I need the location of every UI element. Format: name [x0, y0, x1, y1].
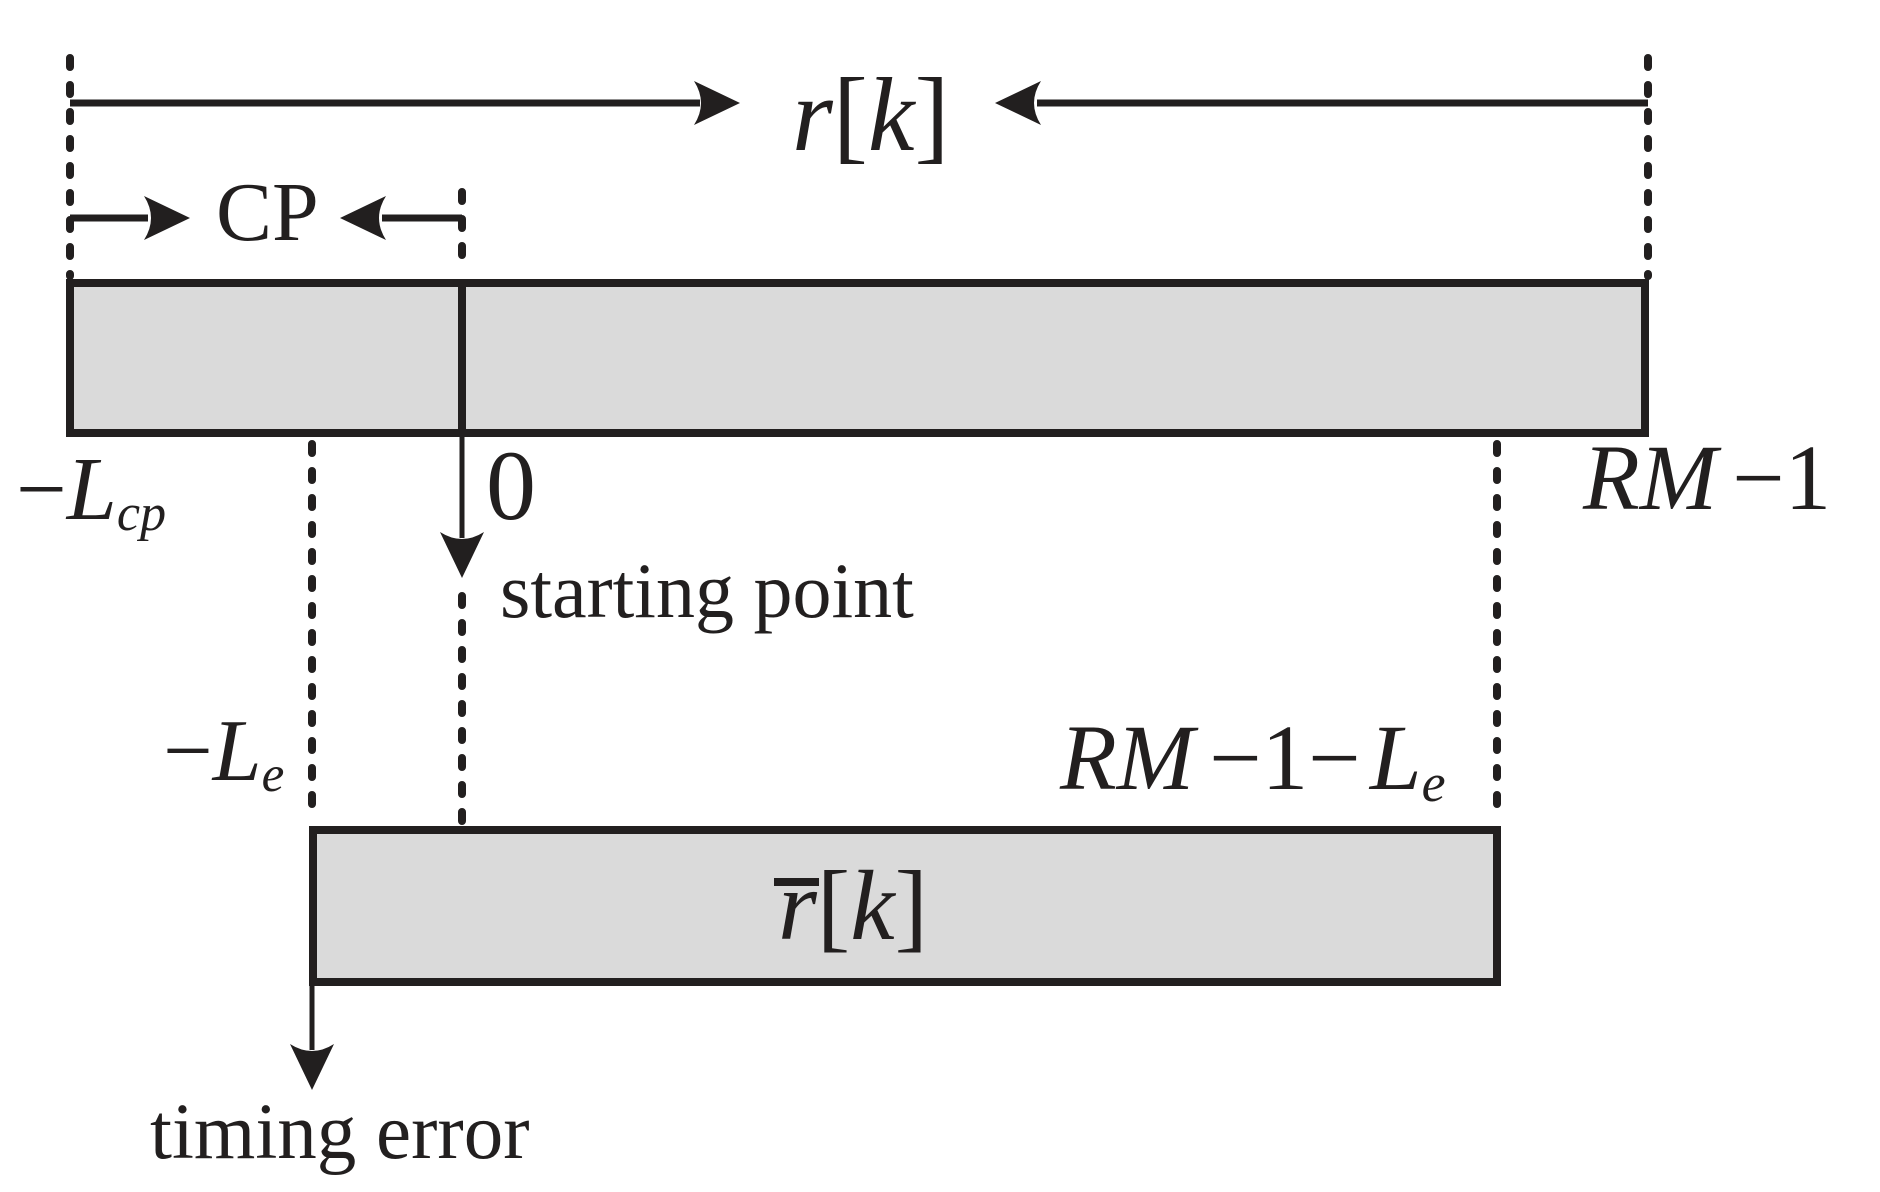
minus-1-minus-text: −1− [1209, 707, 1361, 810]
r-overbar: r [774, 856, 819, 956]
minus-lcp-label: −Lcp [16, 445, 166, 540]
rbar-close-bracket: ] [894, 850, 928, 961]
right-arrowhead-icon [694, 81, 740, 125]
timing-error-label: timing error [150, 1089, 530, 1176]
down-arrowhead-icon [440, 532, 484, 578]
e-subscript: e [261, 747, 285, 804]
minus-1-text: −1 [1732, 427, 1832, 530]
l-symbol: L [212, 703, 262, 800]
received-signal-bar [66, 279, 1649, 437]
l-symbol: L [66, 440, 117, 539]
rbar-open-bracket: [ [816, 850, 851, 961]
minus-sign: − [163, 703, 213, 800]
rk-close-bracket: ] [914, 56, 950, 173]
rbar-k: k [850, 850, 895, 961]
rbar-k-signal-label: r[k] [774, 856, 928, 956]
starting-point-label: starting point [500, 547, 914, 634]
rk-k: k [867, 56, 915, 173]
cp-label: CP [216, 166, 319, 259]
down-arrowhead-icon [290, 1044, 334, 1090]
rm-minus-1-minus-le-label: RM−1−Le [1060, 712, 1446, 810]
cp-subscript: cp [116, 484, 167, 543]
truncated-signal-bar [309, 826, 1501, 986]
left-arrowhead-icon [995, 81, 1041, 125]
rk-signal-label: r[k] [792, 62, 949, 167]
left-arrowhead-icon [340, 196, 386, 240]
rm-symbol: RM [1060, 707, 1195, 810]
minus-sign: − [16, 440, 67, 539]
rm-symbol: RM [1583, 427, 1718, 530]
right-arrowhead-icon [144, 196, 190, 240]
e-subscript: e [1421, 752, 1446, 813]
rbar-r: r [778, 850, 817, 961]
rm-minus-1-label: RM−1 [1583, 432, 1831, 525]
rk-r: r [792, 56, 833, 173]
rk-open-bracket: [ [832, 56, 868, 173]
zero-index-label: 0 [486, 430, 536, 541]
minus-le-label: −Le [163, 708, 284, 801]
l-symbol: L [1369, 707, 1422, 810]
